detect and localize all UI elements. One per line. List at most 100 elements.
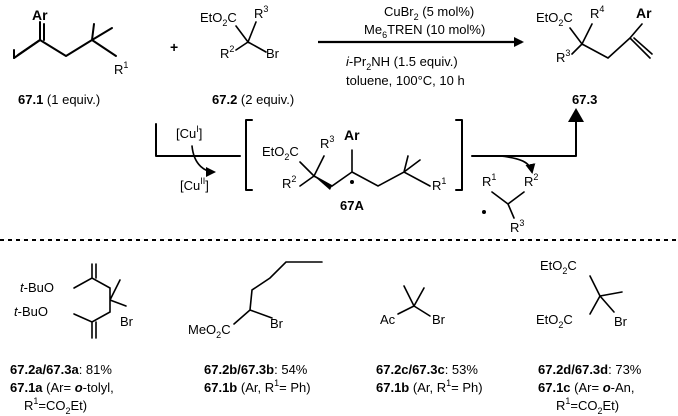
ex-d-e1-c: C	[567, 258, 576, 273]
svg-text:R4: R4	[590, 4, 604, 21]
svg-text:t-BuO: t-BuO	[20, 280, 54, 295]
reaction-conditions: CuBr2 (5 mol%) Me6TREN (10 mol%) i-Pr2NH…	[318, 4, 524, 88]
svg-text:EtO2C: EtO2C	[200, 10, 237, 28]
int-radical-dot	[350, 180, 354, 184]
reactant-2-r2-sup: 2	[229, 44, 234, 54]
ex-a-yield: : 81%	[79, 362, 113, 377]
reactant-1-skeleton	[13, 23, 117, 59]
svg-text:R1=CO2Et): R1=CO2Et)	[556, 396, 619, 416]
reactant-1-r-sup: 1	[123, 60, 128, 70]
product-ar: Ar	[636, 5, 652, 21]
int-r1-sup: 1	[441, 176, 446, 186]
int-ar: Ar	[344, 127, 360, 143]
ex-a-tbu2: -BuO	[18, 304, 48, 319]
int-wedge	[314, 176, 332, 190]
catalyst: CuBr	[384, 4, 414, 19]
svg-text:R1: R1	[432, 176, 446, 193]
ex-c-yield-label: 67.2c/67.3c	[376, 362, 445, 377]
svg-text:i-Pr2NH (1.5 equiv.): i-Pr2NH (1.5 equiv.)	[346, 54, 458, 72]
solvent-conditions: toluene, 100°C, 10 h	[346, 73, 465, 88]
ex-d-yield: : 73%	[608, 362, 642, 377]
right-bracket	[455, 119, 463, 191]
reactant-2-bonds	[235, 21, 267, 53]
svg-text:Me6TREN (10 mol%): Me6TREN (10 mol%)	[364, 22, 485, 40]
svg-text:67.1c (Ar= o-An,: 67.1c (Ar= o-An,	[538, 380, 635, 395]
ex-b-sub-label: 67.1b	[204, 380, 237, 395]
reactant-1-ar: Ar	[32, 7, 48, 23]
svg-text:EtO2C: EtO2C	[536, 10, 573, 28]
svg-text:67.1 (1 equiv.): 67.1 (1 equiv.)	[18, 92, 100, 107]
svg-text:EtO2C: EtO2C	[540, 258, 577, 276]
ex-d-e1-sub: 2	[562, 266, 567, 276]
product-r3: R	[556, 50, 565, 65]
svg-text:R2: R2	[282, 174, 296, 191]
radical-bonds	[491, 191, 525, 219]
ex-d-e2-c: C	[563, 312, 572, 327]
mechanism-up-arrowhead	[568, 108, 584, 122]
ex-a-l3-sup: 1	[33, 396, 38, 406]
ex-a-yield-label: 67.2a/67.3a	[10, 362, 79, 377]
ex-c-sub-sup: 1	[446, 378, 451, 388]
ex-c-ac: Ac	[380, 312, 396, 327]
reactant-1-r: R	[114, 62, 123, 77]
ex-c-br: Br	[432, 312, 446, 327]
radical-release-arrow	[499, 155, 536, 174]
ex-d-l3b: =CO	[570, 398, 597, 413]
int-r2-sup: 2	[291, 174, 296, 184]
catalyst-sub: 2	[414, 12, 419, 22]
ex-d-sub-it: o	[603, 380, 611, 395]
ligand-sub: 6	[382, 30, 387, 40]
cu-ii-close: ]	[205, 178, 209, 193]
ligand: Me	[364, 22, 382, 37]
ex-b-ester: MeO	[188, 322, 216, 337]
ex-d-bonds	[589, 275, 623, 315]
base-rest: NH (1.5 equiv.)	[371, 54, 457, 69]
svg-text:67.2b/67.3b: 54%: 67.2b/67.3b: 54%	[204, 362, 308, 377]
svg-text:CuBr2 (5 mol%): CuBr2 (5 mol%)	[384, 4, 474, 22]
product-ester: EtO	[536, 10, 558, 25]
copper-curved-arrow	[191, 145, 216, 177]
cu-i-open: [Cu	[176, 126, 196, 141]
base-prefix: i	[346, 54, 350, 69]
svg-text:67.2c/67.3c: 53%: 67.2c/67.3c: 53%	[376, 362, 478, 377]
ex-d-yield-label: 67.2d/67.3d	[538, 362, 608, 377]
cu-ii-sup: II	[200, 176, 205, 186]
svg-text:EtO2C: EtO2C	[262, 144, 299, 162]
example-b: MeO2C Br 67.2b/67.3b: 54% 67.1b (Ar, R1=…	[188, 261, 323, 395]
ex-b-ester-c: C	[221, 322, 230, 337]
ex-a-sub-it: o	[75, 380, 83, 395]
svg-text:67.2a/67.3a: 81%: 67.2a/67.3a: 81%	[10, 362, 112, 377]
ex-a-tbu1: -BuO	[24, 280, 54, 295]
rad-r1-sup: 1	[491, 172, 496, 182]
svg-text:R3: R3	[510, 218, 524, 235]
ex-c-sub-text1: (Ar, R	[409, 380, 446, 395]
cu-i-sup: I	[196, 124, 199, 134]
reactant-2-ester-c: C	[227, 10, 236, 25]
plus-sign: +	[170, 39, 178, 55]
mechanism: [CuI] [CuII] EtO2C R3 Ar R2 R1 67A R1 R2…	[155, 108, 584, 235]
mechanism-left-connector	[155, 123, 241, 157]
base-sub: 2	[366, 62, 371, 72]
catalyst-amount: (5 mol%)	[419, 4, 475, 19]
rad-r2: R	[524, 174, 533, 189]
svg-text:67.2d/67.3d: 73%: 67.2d/67.3d: 73%	[538, 362, 642, 377]
ex-a-sub-text2: -tolyl,	[83, 380, 114, 395]
svg-text:EtO2C: EtO2C	[536, 312, 573, 330]
int-label: 67A	[340, 198, 364, 213]
reactant-2-r3: R	[254, 6, 263, 21]
reactant-67-2: EtO2C R3 R2 Br 67.2 (2 equiv.)	[200, 4, 294, 107]
svg-text:MeO2C: MeO2C	[188, 322, 231, 340]
ex-a-tbu2-t: t	[14, 304, 19, 319]
svg-text:R1: R1	[482, 172, 496, 189]
svg-text:67.2 (2 equiv.): 67.2 (2 equiv.)	[212, 92, 294, 107]
product-ester-c: C	[563, 10, 572, 25]
ex-b-sub-text1: (Ar, R	[237, 380, 274, 395]
ex-d-e2: EtO	[536, 312, 558, 327]
ex-b-bonds	[233, 261, 323, 325]
ligand-rest: TREN (10 mol%)	[387, 22, 485, 37]
int-r1: R	[432, 178, 441, 193]
vinyl-double-bond	[17, 21, 41, 56]
ex-b-sub-text2: = Ph)	[279, 380, 310, 395]
ex-c-sub-text2: = Ph)	[451, 380, 482, 395]
